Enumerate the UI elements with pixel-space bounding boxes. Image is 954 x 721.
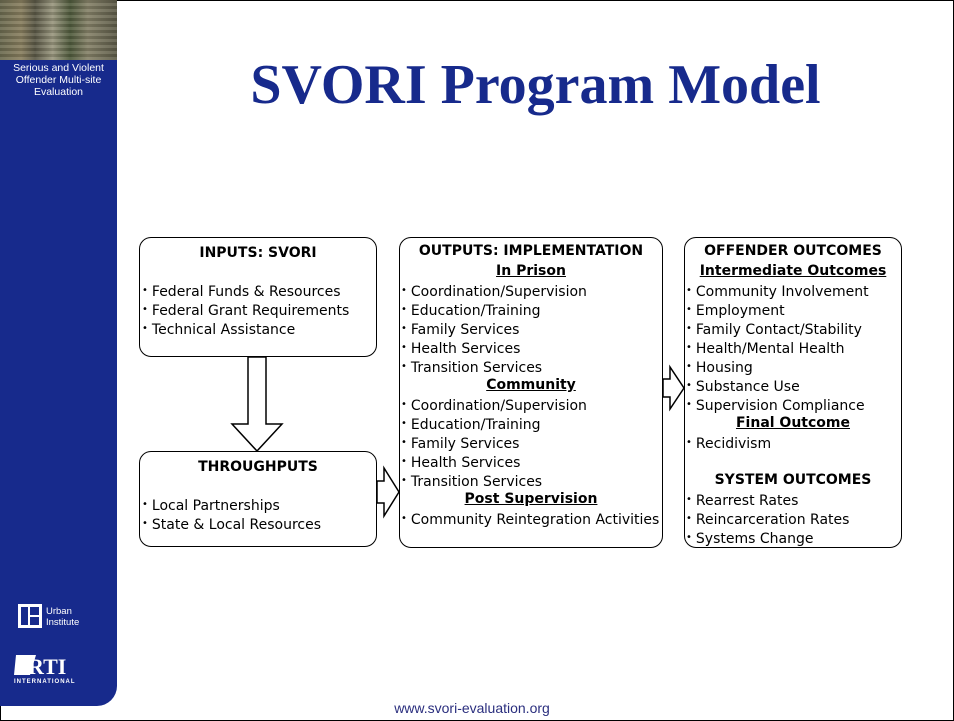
outputs-box: OUTPUTS: IMPLEMENTATION In Prison •Coord… <box>399 237 663 548</box>
list-item: •Rearrest Rates <box>686 493 799 509</box>
list-item: •Coordination/Supervision <box>401 398 587 414</box>
outcomes-box: OFFENDER OUTCOMES Intermediate Outcomes … <box>684 237 902 548</box>
list-item: •Health Services <box>401 455 521 471</box>
urban-institute-logo <box>18 604 42 628</box>
list-item: •Federal Grant Requirements <box>142 303 350 319</box>
list-item: •State & Local Resources <box>142 517 322 533</box>
page-title: SVORI Program Model <box>250 54 821 116</box>
list-item: •Family Contact/Stability <box>686 322 862 338</box>
list-item: •Education/Training <box>401 417 541 433</box>
list-item: •Family Services <box>401 322 520 338</box>
rti-international-logo: RTI INTERNATIONAL <box>14 655 76 685</box>
throughputs-box: THROUGHPUTS •Local Partnerships •State &… <box>139 451 377 547</box>
svg-text:INTERNATIONAL: INTERNATIONAL <box>14 679 76 685</box>
inputs-box: INPUTS: SVORI •Federal Funds & Resources… <box>139 237 377 357</box>
list-item: •Housing <box>686 360 753 376</box>
list-item: •Health Services <box>401 341 521 357</box>
post-supervision-heading: Post Supervision <box>464 491 598 507</box>
list-item: •Federal Funds & Resources <box>142 284 341 300</box>
list-item: •Health/Mental Health <box>686 341 845 357</box>
right-arrow-outputs <box>662 364 685 412</box>
community-heading: Community <box>486 377 576 393</box>
list-item: •Systems Change <box>686 531 814 547</box>
system-outcomes-heading: SYSTEM OUTCOMES <box>714 472 872 488</box>
sidebar-caption: Serious and Violent Offender Multi-site … <box>13 62 104 98</box>
list-item: •Reincarceration Rates <box>686 512 850 528</box>
list-item: •Transition Services <box>401 474 543 490</box>
list-item: •Education/Training <box>401 303 541 319</box>
list-item: •Local Partnerships <box>142 498 280 514</box>
inputs-title: INPUTS: SVORI <box>199 245 317 261</box>
right-arrow-throughputs <box>376 465 400 519</box>
footer-url: www.svori-evaluation.org <box>394 700 550 716</box>
list-item: •Substance Use <box>686 379 800 395</box>
final-outcome-heading: Final Outcome <box>735 415 850 431</box>
outputs-title: OUTPUTS: IMPLEMENTATION <box>418 243 644 259</box>
list-item: •Transition Services <box>401 360 543 376</box>
list-item: •Coordination/Supervision <box>401 284 587 300</box>
list-item: •Recidivism <box>686 436 772 452</box>
list-item: •Family Services <box>401 436 520 452</box>
svg-text:RTI: RTI <box>28 655 66 679</box>
intermediate-outcomes-heading: Intermediate Outcomes <box>699 263 887 279</box>
down-arrow <box>230 356 284 453</box>
list-item: •Employment <box>686 303 785 319</box>
list-item: •Technical Assistance <box>142 322 296 338</box>
in-prison-heading: In Prison <box>496 263 566 279</box>
list-item: •Community Reintegration Activities <box>401 512 660 528</box>
list-item: •Supervision Compliance <box>686 398 865 414</box>
list-item: •Community Involvement <box>686 284 869 300</box>
offender-outcomes-title: OFFENDER OUTCOMES <box>704 243 882 259</box>
header-photo <box>0 0 117 60</box>
throughputs-title: THROUGHPUTS <box>198 459 318 475</box>
sidebar: Serious and Violent Offender Multi-site … <box>0 0 117 706</box>
